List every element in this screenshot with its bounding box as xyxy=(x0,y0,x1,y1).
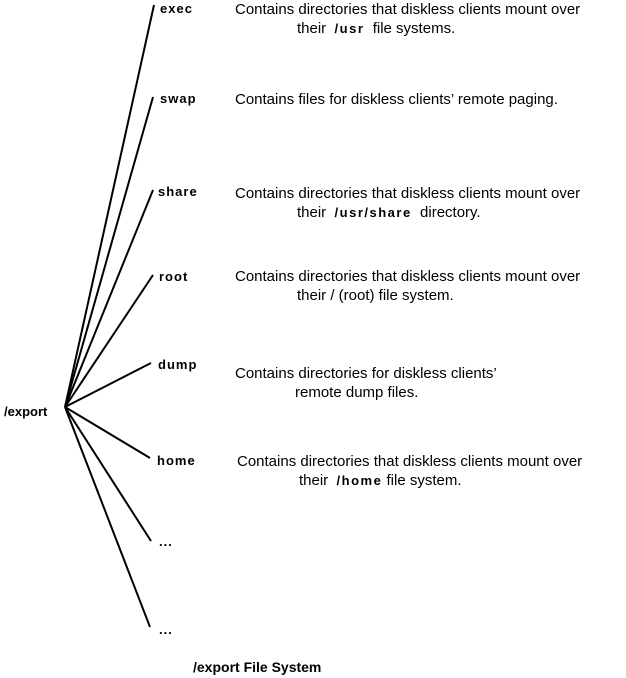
root-node-label: /export xyxy=(4,404,48,419)
desc-line1: Contains directories for diskless client… xyxy=(235,365,497,382)
desc-line1: Contains directories that diskless clien… xyxy=(237,453,583,470)
branch-desc-dump: Contains directories for diskless client… xyxy=(235,364,497,402)
desc-line1: Contains directories that diskless clien… xyxy=(235,268,581,285)
branch-line-8 xyxy=(64,406,151,628)
branch-label-more-1: ... xyxy=(159,534,173,549)
desc-cmd: /home xyxy=(336,473,383,488)
branch-desc-share: Contains directories that diskless clien… xyxy=(235,184,580,222)
desc-pre: their xyxy=(297,20,327,37)
branch-desc-root: Contains directories that diskless clien… xyxy=(235,267,580,305)
branch-label-home: home xyxy=(157,453,196,468)
branch-label-exec: exec xyxy=(160,1,193,16)
desc-line1: Contains directories that diskless clien… xyxy=(235,185,581,202)
desc-pre: their xyxy=(299,472,329,489)
branch-desc-swap: Contains files for diskless clients’ rem… xyxy=(235,90,558,109)
desc-cmd: /usr/share xyxy=(334,205,412,220)
branch-line-4 xyxy=(64,274,154,408)
branch-desc-home: Contains directories that diskless clien… xyxy=(237,452,582,490)
branch-line-1 xyxy=(64,4,155,408)
branch-desc-exec: Contains directories that diskless clien… xyxy=(235,0,580,38)
desc-post: directory. xyxy=(420,204,481,221)
branch-line-2 xyxy=(64,96,154,408)
desc-line1: Contains directories that diskless clien… xyxy=(235,1,581,18)
branch-line-3 xyxy=(64,189,154,408)
branch-label-root: root xyxy=(159,269,189,284)
desc-post: file systems. xyxy=(372,20,456,37)
branch-label-dump: dump xyxy=(158,357,198,372)
desc-pre: their xyxy=(297,204,327,221)
branch-label-swap: swap xyxy=(160,91,197,106)
branch-line-5 xyxy=(64,362,152,408)
desc-post: file system. xyxy=(386,472,462,489)
desc-pre: their / (root) file system. xyxy=(297,287,454,304)
diagram-caption: /export File System xyxy=(193,659,322,675)
desc-cmd: /usr xyxy=(334,21,365,36)
desc-line1: Contains files for diskless clients’ rem… xyxy=(235,91,558,108)
branch-line-7 xyxy=(64,406,152,542)
branch-label-share: share xyxy=(158,184,198,199)
branch-line-6 xyxy=(64,406,151,459)
desc-pre: remote dump files. xyxy=(295,384,419,401)
branch-label-more-2: ... xyxy=(159,622,173,637)
